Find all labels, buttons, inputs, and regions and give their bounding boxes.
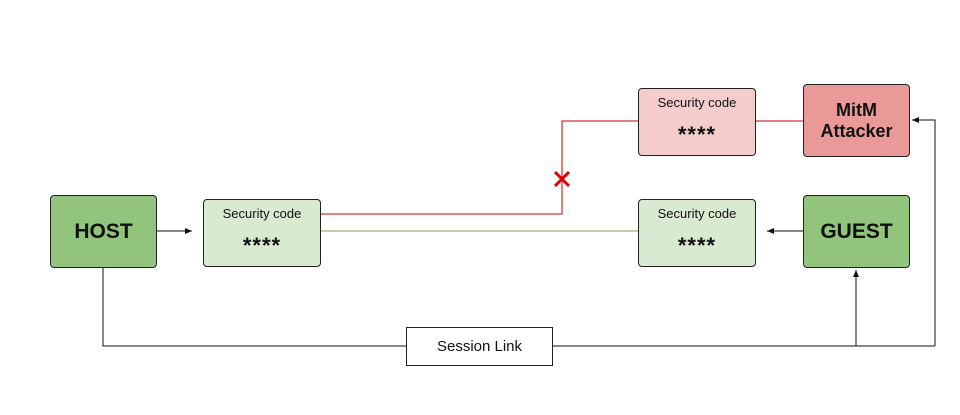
host-node: HOST [50, 195, 157, 268]
host-security-code: Security code **** [203, 199, 321, 267]
attacker-code-title: Security code [657, 95, 737, 110]
guest-code-title: Security code [657, 206, 737, 221]
host-code-value: **** [242, 233, 282, 258]
mismatch-cross-icon [553, 170, 571, 188]
host-label: HOST [74, 219, 133, 243]
attacker-node: MitM Attacker [803, 84, 910, 157]
session-to-attacker-arrow [912, 117, 936, 346]
attacker-label-line2: Attacker [820, 120, 893, 141]
guest-security-code: Security code **** [638, 199, 756, 267]
attacker-code-value: **** [677, 122, 717, 147]
guest-node: GUEST [803, 195, 910, 268]
session-link-label: Session Link [436, 338, 523, 355]
attacker-label-line1: MitM [836, 99, 877, 120]
host-session-line [102, 268, 406, 347]
attacker-security-code: Security code **** [638, 88, 756, 156]
session-link-box: Session Link [406, 327, 553, 366]
guest-code-value: **** [677, 233, 717, 258]
guest-label: GUEST [820, 219, 893, 243]
host-code-title: Security code [222, 206, 302, 221]
